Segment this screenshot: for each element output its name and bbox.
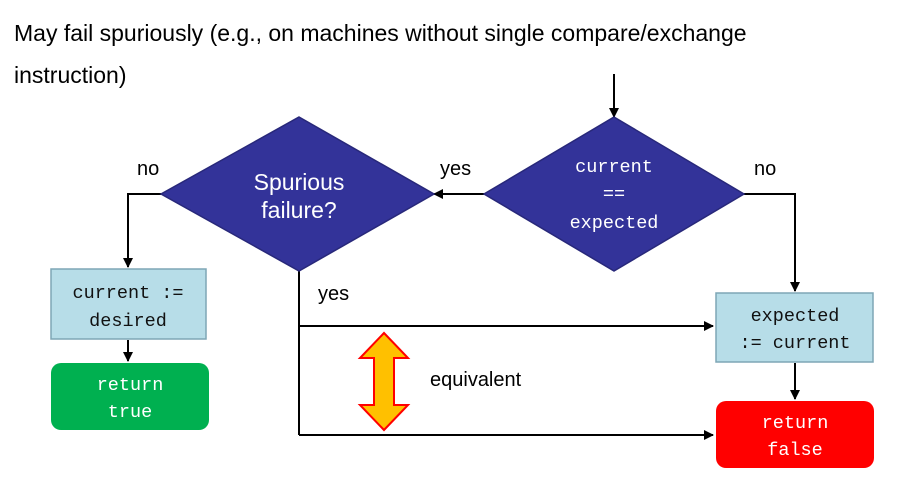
compare-line-1: current: [575, 157, 653, 178]
spurious-yes-label: yes: [318, 283, 349, 305]
return-false-line-2: false: [767, 440, 823, 461]
compare-line-3: expected: [570, 213, 659, 234]
assign-expected-line-1: expected: [751, 306, 840, 327]
return-true-line-2: true: [108, 402, 152, 423]
spurious-line-2: failure?: [261, 197, 336, 223]
title-line-2: instruction): [14, 62, 127, 88]
slide-title: May fail spuriously (e.g., on machines w…: [14, 12, 884, 96]
spurious-decision: Spurious failure?: [159, 116, 436, 272]
assign-desired-box: current := desired: [50, 268, 207, 340]
compare-decision: current == expected: [482, 116, 746, 272]
spurious-no-label: no: [137, 158, 159, 180]
equivalence-double-arrow-icon: [357, 331, 411, 432]
no-arrow-to-assign-expected: [744, 193, 800, 292]
assign-desired-line-2: desired: [89, 311, 167, 332]
return-false-line-1: return: [762, 413, 829, 434]
equivalent-label: equivalent: [430, 369, 522, 391]
compare-yes-label: yes: [440, 158, 471, 180]
compare-no-label: no: [754, 158, 776, 180]
title-line-1: May fail spuriously (e.g., on machines w…: [14, 20, 747, 46]
assign-expected-box: expected := current: [715, 292, 874, 363]
return-true-box: return true: [51, 363, 209, 430]
return-true-line-1: return: [97, 375, 164, 396]
compare-line-2: ==: [603, 184, 625, 205]
return-false-box: return false: [716, 401, 874, 468]
assign-expected-line-2: := current: [739, 333, 850, 354]
spurious-line-1: Spurious: [254, 169, 345, 195]
assign-desired-line-1: current :=: [72, 283, 183, 304]
no-arrow-to-assign-desired: [123, 193, 161, 268]
